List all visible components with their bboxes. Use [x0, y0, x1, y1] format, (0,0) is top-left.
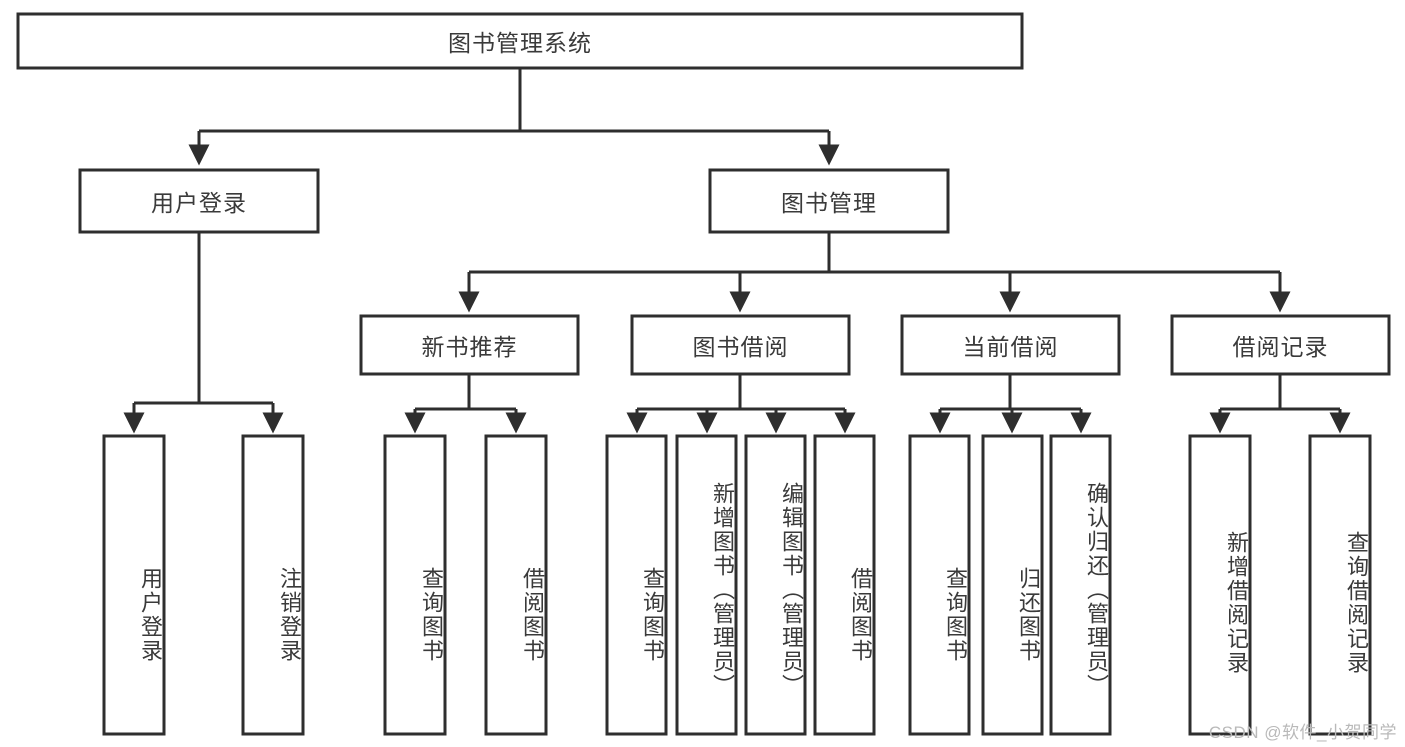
csdn-watermark: CSDN @软件_小贺同学	[1208, 723, 1397, 742]
node-box-leaf-confirm-return-admin[interactable]	[1049, 434, 1112, 736]
node-box-user-login[interactable]	[78, 168, 320, 234]
node-box-root[interactable]	[16, 12, 1024, 70]
node-box-new-book-recommend[interactable]	[359, 314, 580, 376]
node-box-leaf-query-book-3[interactable]	[908, 434, 971, 736]
node-box-leaf-query-book-2[interactable]	[605, 434, 668, 736]
node-box-leaf-borrow-book-1[interactable]	[484, 434, 548, 736]
node-box-leaf-query-book-1[interactable]	[383, 434, 447, 736]
node-box-leaf-user-login[interactable]	[102, 434, 166, 736]
node-box-current-borrow[interactable]	[900, 314, 1121, 376]
node-box-leaf-add-borrow-record[interactable]	[1188, 434, 1252, 736]
node-box-book-management[interactable]	[708, 168, 950, 234]
node-box-leaf-edit-book-admin[interactable]	[744, 434, 807, 736]
node-box-leaf-query-borrow-record[interactable]	[1308, 434, 1372, 736]
node-box-borrow-record[interactable]	[1170, 314, 1391, 376]
node-box-leaf-borrow-book-2[interactable]	[813, 434, 876, 736]
node-box-leaf-add-book-admin[interactable]	[675, 434, 738, 736]
node-box-leaf-return-book[interactable]	[981, 434, 1044, 736]
node-box-book-borrow[interactable]	[630, 314, 851, 376]
node-box-leaf-logout[interactable]	[241, 434, 305, 736]
